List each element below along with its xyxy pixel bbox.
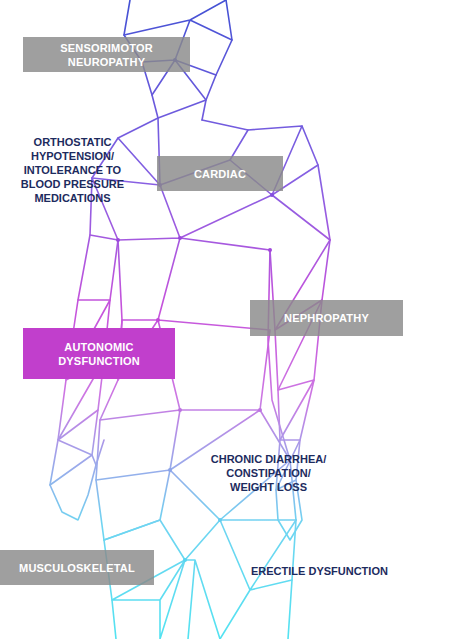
- condition-box: SENSORIMOTOR NEUROPATHY: [23, 37, 190, 72]
- condition-box: CARDIAC: [157, 156, 283, 191]
- condition-name: SENSORIMOTOR NEUROPATHY: [47, 41, 167, 69]
- condition-box: MUSCULOSKELETAL: [0, 550, 154, 585]
- symptom-label: CHRONIC DIARRHEA/ CONSTIPATION/ WEIGHT L…: [206, 452, 331, 494]
- symptom-label: ERECTILE DYSFUNCTION: [251, 564, 421, 578]
- condition-name: NEPHROPATHY: [284, 311, 369, 325]
- condition-name: CARDIAC: [194, 167, 246, 181]
- condition-box: AUTONOMIC DYSFUNCTION: [23, 328, 175, 379]
- condition-name: AUTONOMIC DYSFUNCTION: [44, 340, 154, 368]
- condition-box: NEPHROPATHY: [250, 300, 403, 336]
- symptom-label: ORTHOSTATIC HYPOTENSION/ INTOLERANCE TO …: [10, 135, 135, 205]
- condition-name: MUSCULOSKELETAL: [19, 561, 135, 575]
